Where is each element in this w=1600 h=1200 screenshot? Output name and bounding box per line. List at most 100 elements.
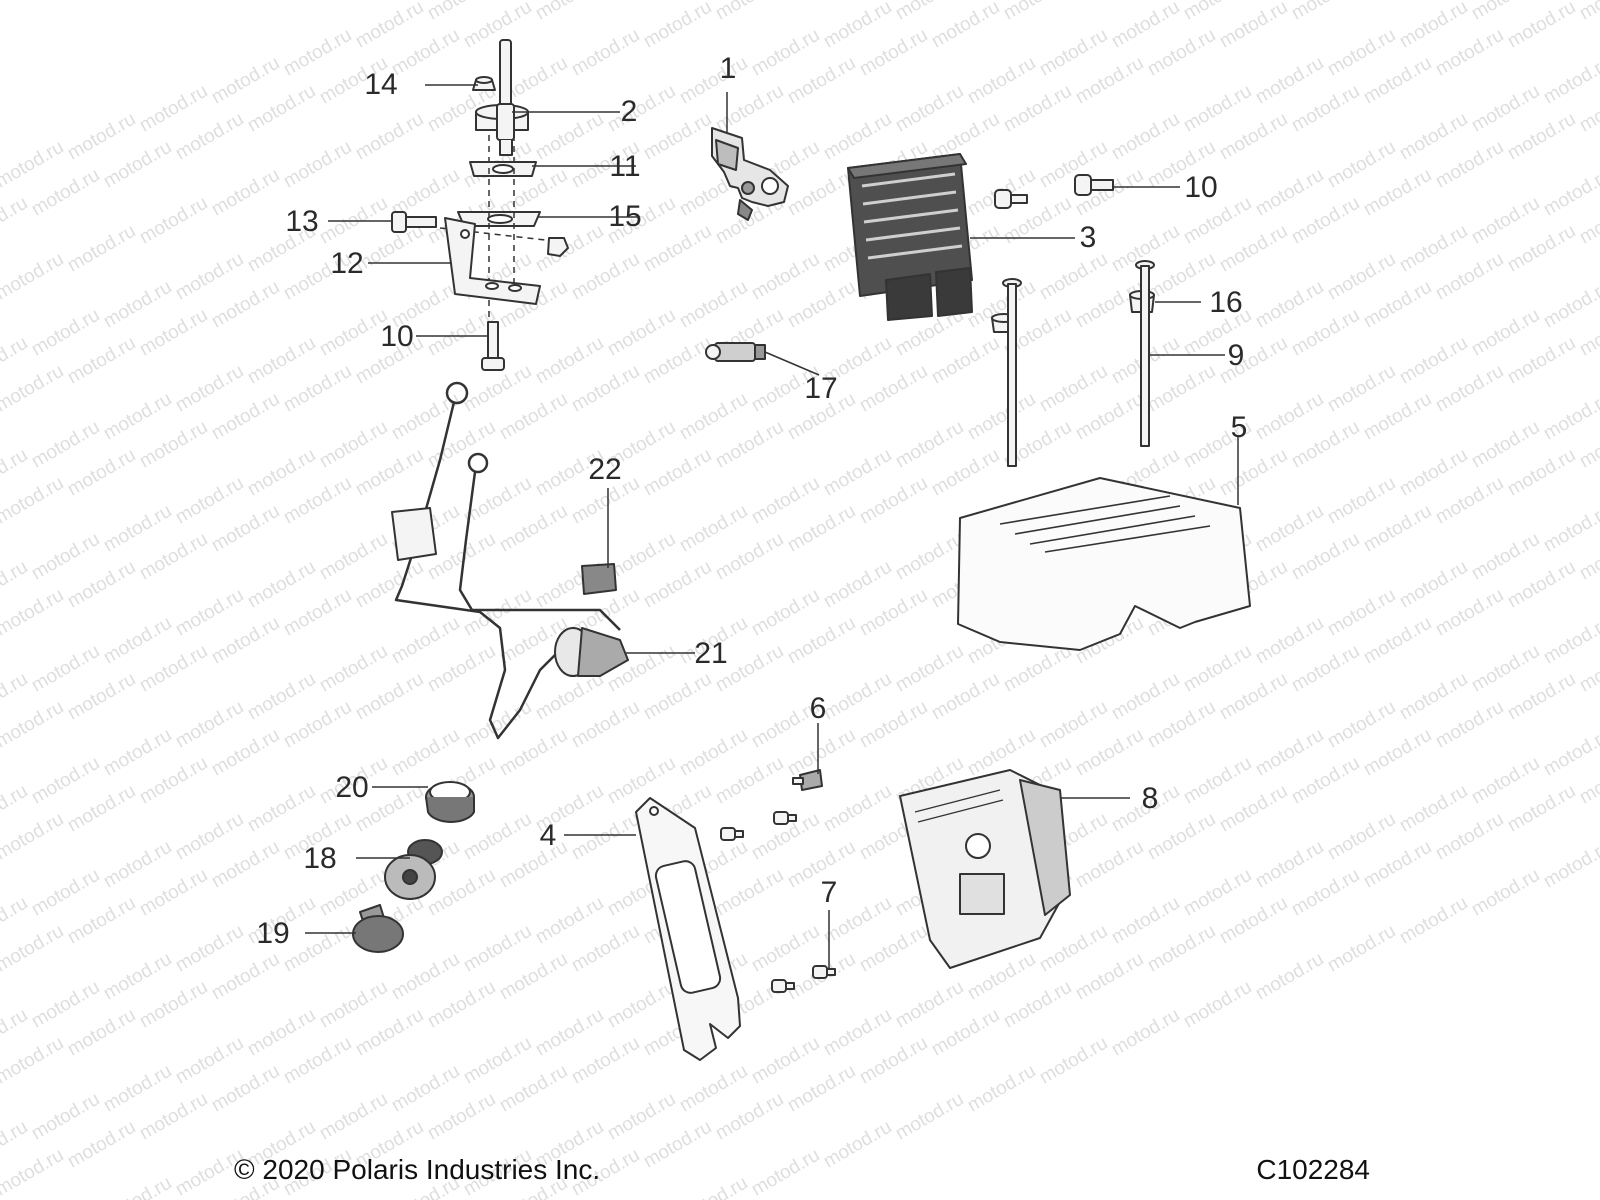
watermark-text: motod.ru [28,1089,103,1145]
callout-1: 1 [720,52,737,85]
watermark-text: motod.ru [712,865,787,921]
watermark-text: motod.ru [604,977,679,1033]
watermark-text: motod.ru [244,1005,319,1061]
watermark-text: motod.ru [676,725,751,781]
watermark-text: motod.ru [1324,697,1399,753]
callout-3: 3 [1080,221,1097,254]
watermark-text: motod.ru [1324,249,1399,305]
watermark-text: motod.ru [604,305,679,361]
watermark-text: motod.ru [1324,361,1399,417]
watermark-text: motod.ru [964,389,1039,445]
watermark-text: motod.ru [1504,669,1579,725]
callout-17: 17 [804,372,837,405]
watermark-text: motod.ru [64,109,139,165]
watermark-text: motod.ru [892,417,967,473]
watermark-text: motod.ru [0,585,67,641]
watermark-text: motod.ru [1360,501,1435,557]
watermark-text: motod.ru [748,1145,823,1200]
watermark-text: motod.ru [136,529,211,585]
part-20-ring [425,781,475,823]
part-2-sensor [475,39,529,156]
watermark-text: motod.ru [136,81,211,137]
watermark-text: motod.ru [532,669,607,725]
watermark-text: motod.ru [820,557,895,613]
watermark-text: motod.ru [1252,725,1327,781]
watermark-text: motod.ru [1504,0,1579,52]
watermark-text: motod.ru [1360,725,1435,781]
part-22-clip [581,563,617,595]
watermark-text: motod.ru [100,613,175,669]
watermark-text: motod.ru [1180,81,1255,137]
watermark-text: motod.ru [1396,333,1471,389]
watermark-text: motod.ru [604,81,679,137]
watermark-text: motod.ru [1216,669,1291,725]
watermark-text: motod.ru [1540,501,1600,557]
watermark-text: motod.ru [1216,109,1291,165]
callout-6: 6 [810,692,827,725]
watermark-text: motod.ru [1324,473,1399,529]
watermark-text: motod.ru [172,473,247,529]
watermark-text: motod.ru [460,0,535,52]
watermark-text: motod.ru [1504,445,1579,501]
watermark-text: motod.ru [0,1033,67,1089]
drawing-number: C102284 [1256,1154,1370,1185]
watermark-text: motod.ru [496,837,571,893]
watermark-text: motod.ru [1108,109,1183,165]
watermark-text: motod.ru [208,837,283,893]
watermark-text: motod.ru [280,697,355,753]
watermark-text: motod.ru [1432,137,1507,193]
watermark-text: motod.ru [748,249,823,305]
callout-4: 4 [540,819,557,852]
watermark-text: motod.ru [712,0,787,24]
watermark-text: motod.ru [676,501,751,557]
watermark-text: motod.ru [532,893,607,949]
watermark-text: motod.ru [928,669,1003,725]
watermark-text: motod.ru [388,1061,463,1117]
watermark-text: motod.ru [0,921,67,977]
watermark-text: motod.ru [784,613,859,669]
watermark-text: motod.ru [1360,53,1435,109]
watermark-text: motod.ru [244,557,319,613]
watermark-text: motod.ru [1540,53,1600,109]
watermark-text: motod.ru [136,865,211,921]
watermark-text: motod.ru [640,669,715,725]
part-1-sensor [711,127,789,221]
watermark-text: motod.ru [1144,921,1219,977]
watermark-text: motod.ru [820,669,895,725]
watermark-text: motod.ru [496,501,571,557]
watermark-text: motod.ru [352,445,427,501]
watermark-text: motod.ru [856,361,931,417]
part-15-gasket [457,211,541,227]
watermark-text: motod.ru [100,837,175,893]
watermark-text: motod.ru [0,809,67,865]
watermark-text: motod.ru [1288,193,1363,249]
watermark-text: motod.ru [1144,25,1219,81]
watermark-text: motod.ru [0,473,67,529]
watermark-text: motod.ru [208,53,283,109]
part-13-bolt [391,211,437,233]
watermark-text: motod.ru [28,417,103,473]
watermark-text: motod.ru [568,1033,643,1089]
watermark-text: motod.ru [1252,837,1327,893]
watermark-text: motod.ru [676,53,751,109]
callout-7: 7 [821,876,838,909]
watermark-text: motod.ru [604,1089,679,1145]
watermark-text: motod.ru [568,361,643,417]
watermark-text: motod.ru [496,949,571,1005]
watermark-text: motod.ru [820,109,895,165]
watermark-text: motod.ru [280,473,355,529]
part-10-bolt-lower [481,321,505,371]
watermark-text: motod.ru [1000,0,1075,24]
watermark-text: motod.ru [892,977,967,1033]
watermark-text: motod.ru [208,725,283,781]
watermark-text: motod.ru [1288,81,1363,137]
callout-12: 12 [330,247,363,280]
watermark-text: motod.ru [1468,417,1543,473]
watermark-text: motod.ru [460,697,535,753]
watermark-text: motod.ru [100,137,175,193]
watermark-text: motod.ru [64,333,139,389]
watermark-text: motod.ru [568,809,643,865]
watermark-text: motod.ru [352,1005,427,1061]
watermark-text: motod.ru [172,697,247,753]
watermark-text: motod.ru [1036,1033,1111,1089]
